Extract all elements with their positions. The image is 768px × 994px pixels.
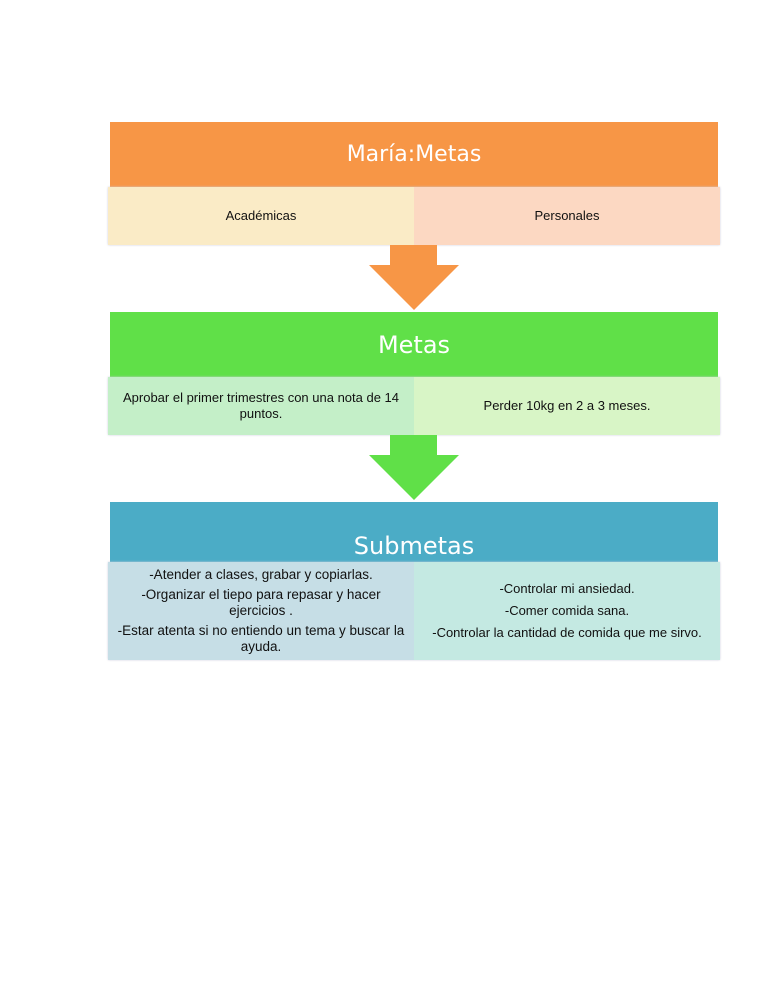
row-submetas: -Atender a clases, grabar y copiarlas. -… [108, 562, 720, 660]
header-maria-metas: María:Metas [110, 122, 718, 187]
cell-text: Aprobar el primer trimestres con una not… [122, 390, 400, 421]
cell-text: -Controlar la cantidad de comida que me … [432, 625, 702, 640]
header-submetas: Submetas [110, 502, 718, 562]
cell-submetas-personales: -Controlar mi ansiedad. -Comer comida sa… [414, 562, 720, 660]
cell-academicas: Académicas [108, 187, 414, 245]
row-categories: Académicas Personales [108, 187, 720, 245]
cell-text: -Controlar mi ansiedad. [499, 581, 635, 596]
header-metas: Metas [110, 312, 718, 377]
cell-meta-personal: Perder 10kg en 2 a 3 meses. [414, 377, 720, 435]
down-arrow-icon [369, 435, 459, 500]
cell-text: Perder 10kg en 2 a 3 meses. [483, 398, 651, 413]
header-text: Submetas [353, 532, 475, 560]
cell-submetas-academicas: -Atender a clases, grabar y copiarlas. -… [108, 562, 414, 660]
cell-text: Personales [534, 208, 600, 223]
cell-personales: Personales [414, 187, 720, 245]
down-arrow-icon [369, 245, 459, 310]
cell-text: -Estar atenta si no entiendo un tema y b… [117, 623, 405, 654]
cell-text: Académicas [225, 208, 297, 223]
row-metas: Aprobar el primer trimestres con una not… [108, 377, 720, 435]
cell-text: -Atender a clases, grabar y copiarlas. [149, 567, 373, 582]
cell-text: -Comer comida sana. [504, 603, 630, 618]
cell-text: -Organizar el tiepo para repasar y hacer… [141, 587, 381, 618]
cell-meta-academica: Aprobar el primer trimestres con una not… [108, 377, 414, 435]
